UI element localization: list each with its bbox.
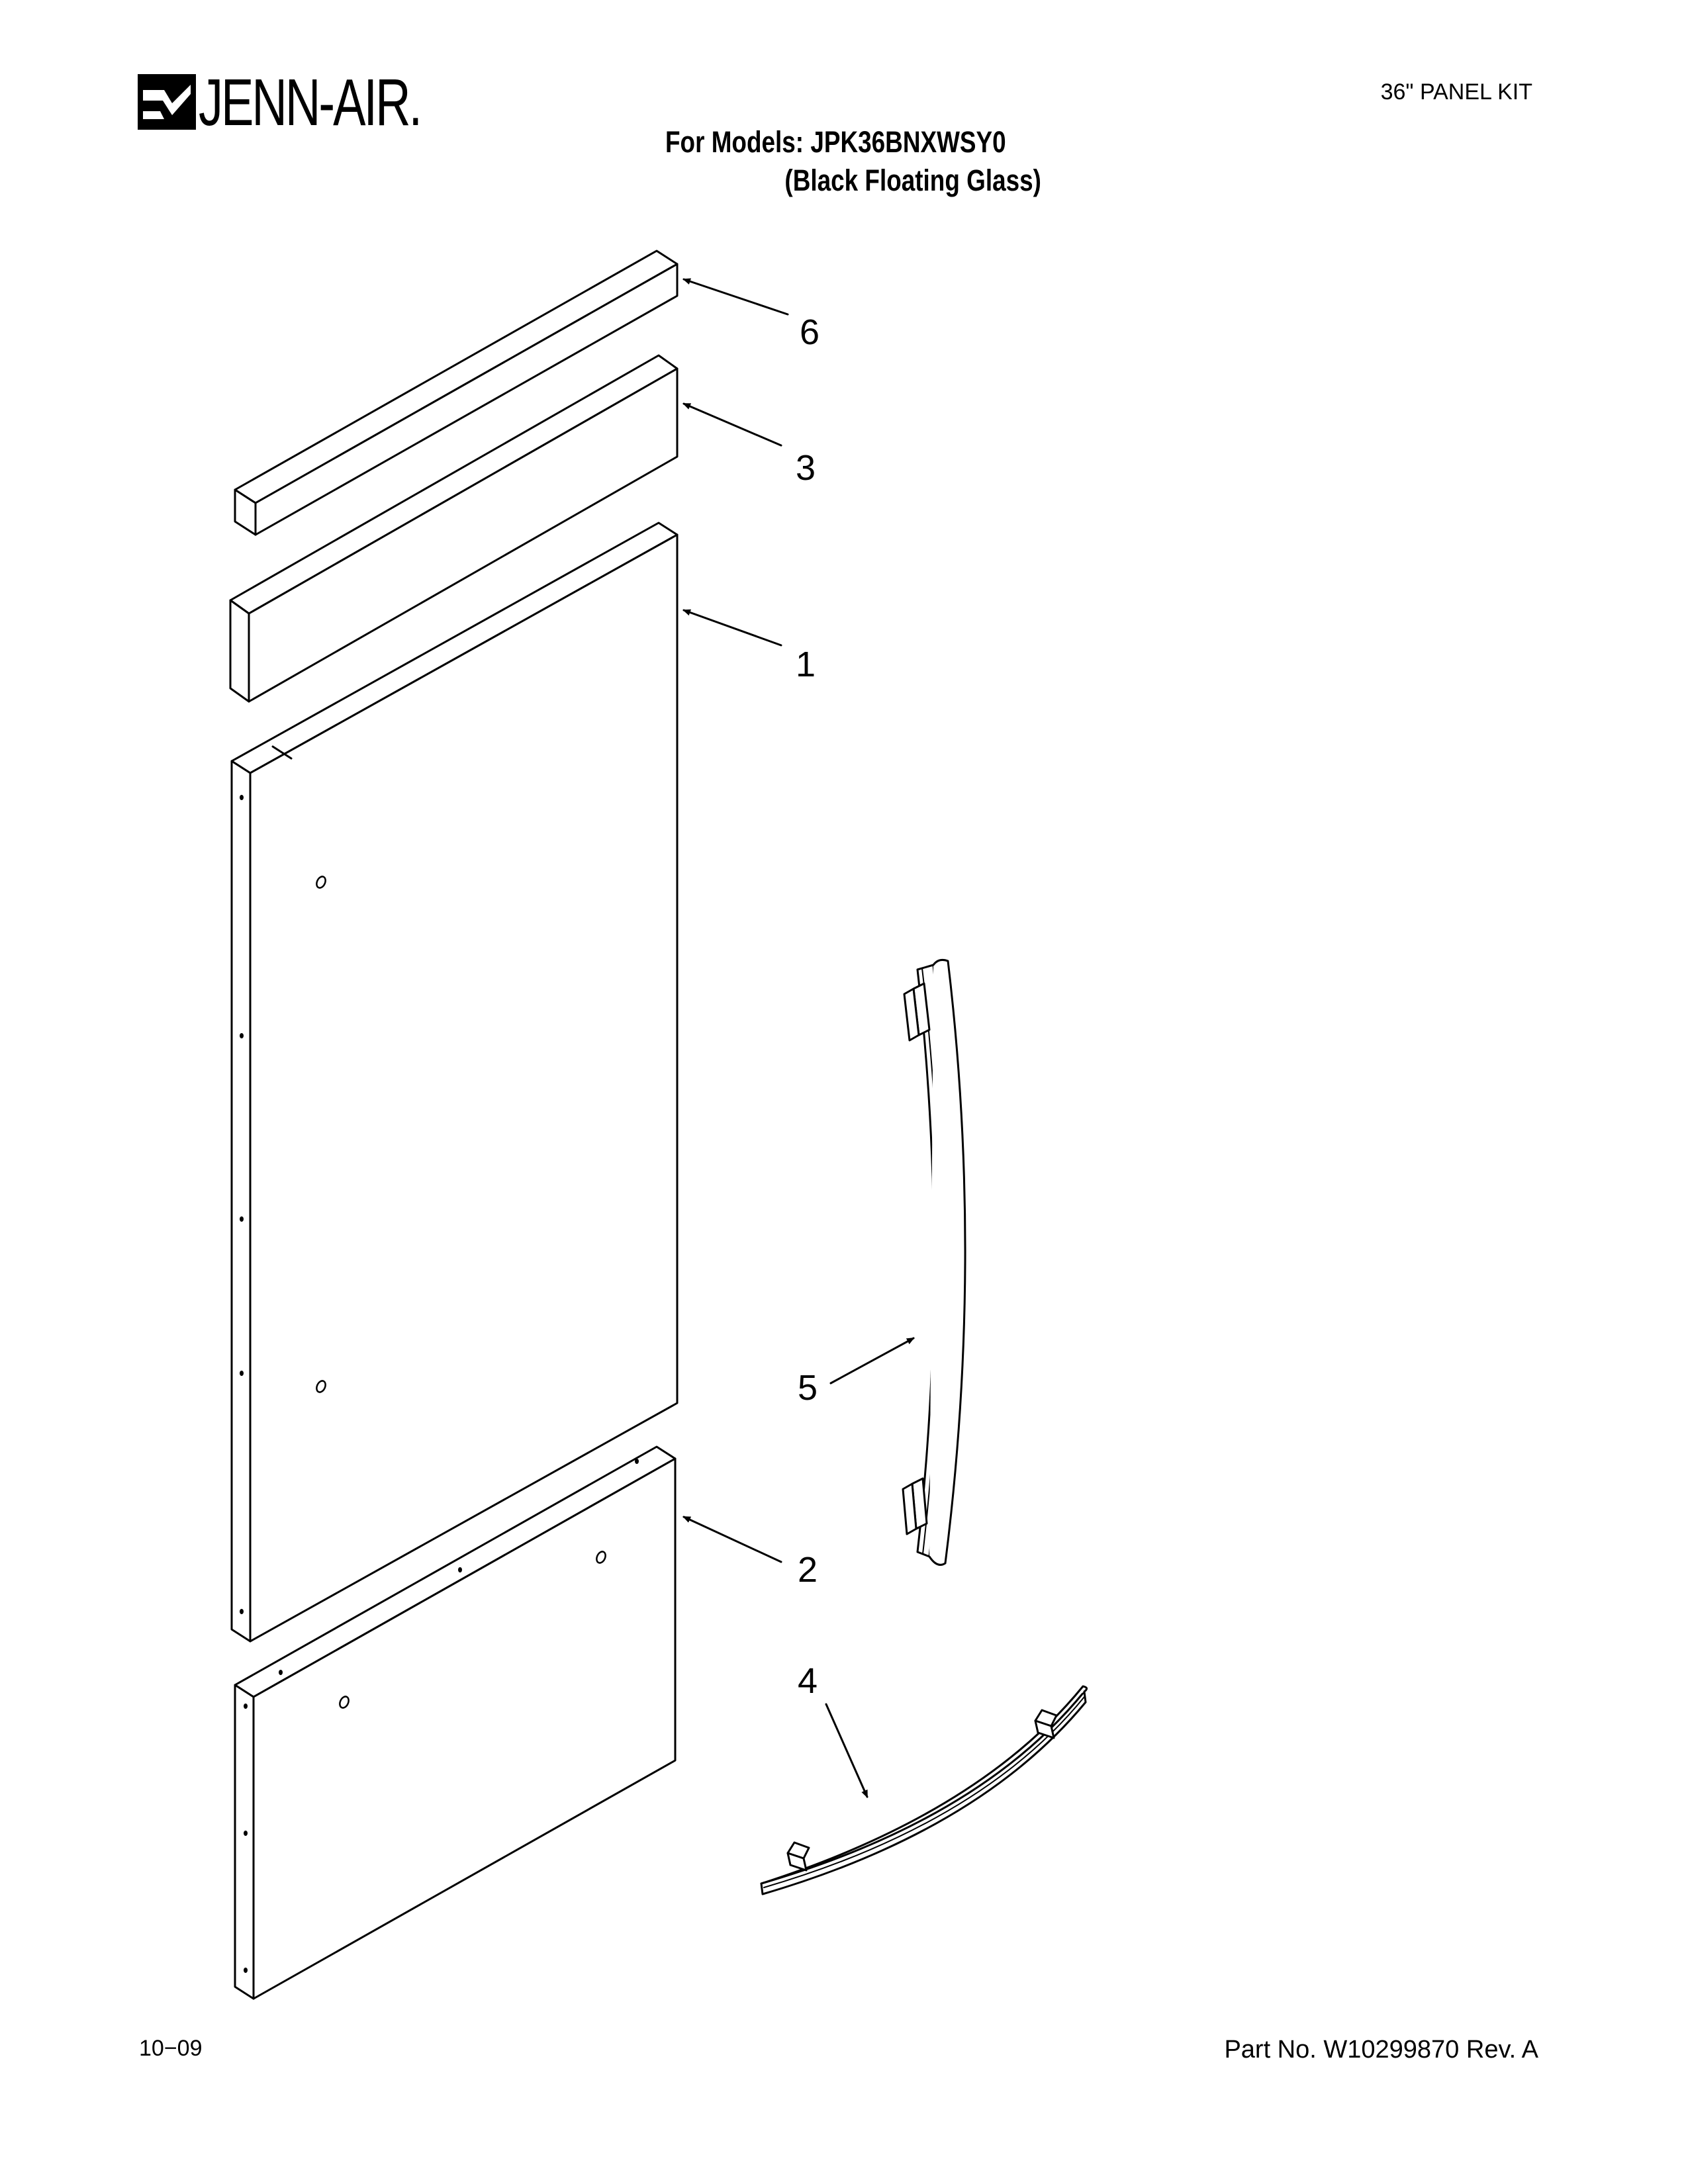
part-6-top-trim [234, 250, 679, 536]
part-4-horizontal-handle [760, 1685, 1088, 1895]
part-number: Part No. W10299870 Rev. A [1224, 2036, 1538, 2064]
part-2-lower-drawer-panel [234, 1445, 677, 2000]
models-heading: For Models: JPK36BNXWSY0 (Black Floating… [665, 123, 1041, 200]
part-1-upper-door-panel [230, 522, 679, 1643]
callout-1: 1 [796, 645, 816, 684]
jenn-air-logo: JENN-AIR. [138, 66, 482, 143]
callout-3: 3 [796, 448, 816, 488]
part-3-filler-block [229, 354, 679, 703]
callout-6: 6 [800, 312, 820, 352]
kit-title: 36" PANEL KIT [1380, 79, 1532, 105]
part-5-vertical-handle [902, 959, 966, 1566]
leader-arrows [682, 278, 915, 1798]
jenn-air-logo-mark-icon [138, 74, 196, 130]
revision-date: 10−09 [139, 2036, 203, 2061]
callout-2: 2 [798, 1550, 818, 1590]
models-line-2: (Black Floating Glass) [784, 163, 1041, 197]
logo-wordmark: JENN-AIR. [199, 66, 422, 140]
callout-4: 4 [798, 1661, 818, 1701]
models-line-1: For Models: JPK36BNXWSY0 [665, 125, 1006, 159]
callout-5: 5 [798, 1368, 818, 1408]
